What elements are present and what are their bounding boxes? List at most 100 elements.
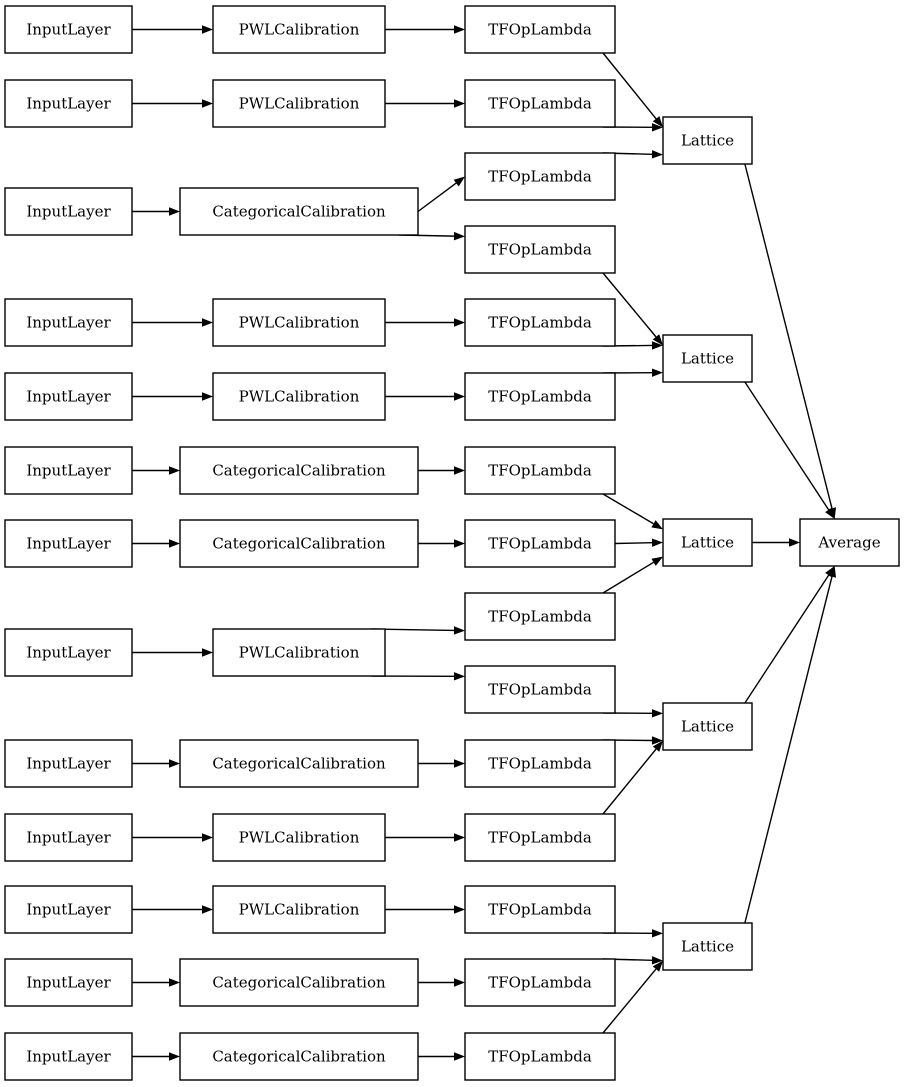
node-layer: InputLayerInputLayerInputLayerInputLayer… (4, 5, 900, 1081)
node-box[interactable] (212, 885, 386, 934)
node-box[interactable] (212, 628, 386, 677)
node-box[interactable] (4, 372, 133, 421)
node-box[interactable] (464, 592, 616, 641)
node-box[interactable] (662, 518, 753, 567)
arrowhead-icon (651, 556, 663, 566)
node-box[interactable] (4, 1032, 133, 1081)
node-in8[interactable]: InputLayer (4, 628, 133, 677)
node-box[interactable] (464, 79, 616, 128)
node-op12[interactable]: TFOpLambda (464, 813, 616, 862)
node-in6[interactable]: InputLayer (4, 446, 133, 495)
node-op2[interactable]: TFOpLambda (464, 79, 616, 128)
node-box[interactable] (179, 1032, 419, 1081)
node-box[interactable] (179, 187, 419, 236)
edge-line (417, 182, 457, 213)
node-box[interactable] (464, 446, 616, 495)
node-box[interactable] (212, 5, 386, 54)
node-in1[interactable]: InputLayer (4, 5, 133, 54)
node-box[interactable] (212, 372, 386, 421)
node-in10[interactable]: InputLayer (4, 813, 133, 862)
node-box[interactable] (662, 334, 753, 383)
node-box[interactable] (179, 446, 419, 495)
node-cal8[interactable]: PWLCalibration (212, 628, 386, 677)
node-box[interactable] (4, 519, 133, 568)
node-box[interactable] (464, 958, 616, 1007)
node-box[interactable] (464, 298, 616, 347)
node-lat2[interactable]: Lattice (662, 334, 753, 383)
node-box[interactable] (464, 1032, 616, 1081)
node-box[interactable] (4, 298, 133, 347)
node-box[interactable] (464, 739, 616, 788)
node-op5[interactable]: TFOpLambda (464, 298, 616, 347)
node-box[interactable] (4, 958, 133, 1007)
node-op11[interactable]: TFOpLambda (464, 739, 616, 788)
node-box[interactable] (464, 152, 616, 201)
node-box[interactable] (464, 519, 616, 568)
node-in7[interactable]: InputLayer (4, 519, 133, 568)
node-in9[interactable]: InputLayer (4, 739, 133, 788)
node-lat1[interactable]: Lattice (662, 116, 753, 165)
node-in3[interactable]: InputLayer (4, 187, 133, 236)
node-box[interactable] (464, 225, 616, 274)
node-op7[interactable]: TFOpLambda (464, 446, 616, 495)
arrowhead-icon (454, 759, 465, 768)
node-cal3[interactable]: CategoricalCalibration (179, 187, 419, 236)
node-box[interactable] (4, 739, 133, 788)
node-op9[interactable]: TFOpLambda (464, 592, 616, 641)
arrowhead-icon (651, 956, 663, 965)
node-cal9[interactable]: CategoricalCalibration (179, 739, 419, 788)
node-label: CategoricalCalibration (212, 1048, 386, 1066)
node-in11[interactable]: InputLayer (4, 885, 133, 934)
node-box[interactable] (4, 187, 133, 236)
node-op15[interactable]: TFOpLambda (464, 1032, 616, 1081)
node-in12[interactable]: InputLayer (4, 958, 133, 1007)
node-cal10[interactable]: PWLCalibration (212, 813, 386, 862)
node-op1[interactable]: TFOpLambda (464, 5, 616, 54)
node-box[interactable] (662, 116, 753, 165)
node-box[interactable] (212, 813, 386, 862)
node-cal2[interactable]: PWLCalibration (212, 79, 386, 128)
node-op14[interactable]: TFOpLambda (464, 958, 616, 1007)
node-box[interactable] (799, 518, 900, 567)
node-cal6[interactable]: CategoricalCalibration (179, 446, 419, 495)
node-box[interactable] (4, 885, 133, 934)
node-op8[interactable]: TFOpLambda (464, 519, 616, 568)
node-box[interactable] (4, 5, 133, 54)
node-op6[interactable]: TFOpLambda (464, 372, 616, 421)
node-cal11[interactable]: PWLCalibration (212, 885, 386, 934)
node-box[interactable] (179, 739, 419, 788)
node-box[interactable] (4, 79, 133, 128)
node-box[interactable] (179, 519, 419, 568)
node-in5[interactable]: InputLayer (4, 372, 133, 421)
node-box[interactable] (464, 372, 616, 421)
node-cal13[interactable]: CategoricalCalibration (179, 1032, 419, 1081)
node-op10[interactable]: TFOpLambda (464, 665, 616, 714)
node-box[interactable] (179, 958, 419, 1007)
node-box[interactable] (464, 5, 616, 54)
node-lat4[interactable]: Lattice (662, 702, 753, 751)
node-in2[interactable]: InputLayer (4, 79, 133, 128)
node-op3[interactable]: TFOpLambda (464, 152, 616, 201)
node-lat5[interactable]: Lattice (662, 922, 753, 971)
node-avg[interactable]: Average (799, 518, 900, 567)
node-in4[interactable]: InputLayer (4, 298, 133, 347)
node-lat3[interactable]: Lattice (662, 518, 753, 567)
node-cal4[interactable]: PWLCalibration (212, 298, 386, 347)
node-box[interactable] (212, 298, 386, 347)
node-cal1[interactable]: PWLCalibration (212, 5, 386, 54)
node-box[interactable] (662, 922, 753, 971)
node-box[interactable] (662, 702, 753, 751)
node-box[interactable] (4, 628, 133, 677)
node-cal12[interactable]: CategoricalCalibration (179, 958, 419, 1007)
node-box[interactable] (464, 665, 616, 714)
node-box[interactable] (4, 813, 133, 862)
node-in13[interactable]: InputLayer (4, 1032, 133, 1081)
node-op4[interactable]: TFOpLambda (464, 225, 616, 274)
node-cal7[interactable]: CategoricalCalibration (179, 519, 419, 568)
node-cal5[interactable]: PWLCalibration (212, 372, 386, 421)
node-op13[interactable]: TFOpLambda (464, 885, 616, 934)
node-box[interactable] (212, 79, 386, 128)
node-box[interactable] (4, 446, 133, 495)
node-box[interactable] (464, 813, 616, 862)
node-box[interactable] (464, 885, 616, 934)
